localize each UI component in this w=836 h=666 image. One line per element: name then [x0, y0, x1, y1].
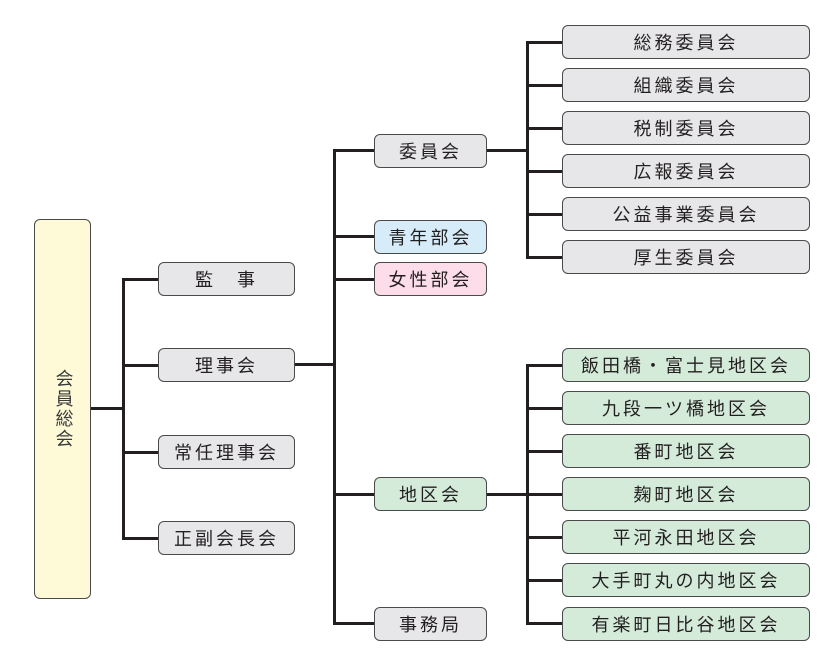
- node-district-associations: 地区会: [374, 477, 487, 511]
- connector-root: [90, 407, 125, 410]
- node-district: 九段一ツ橋地区会: [562, 391, 810, 425]
- node-committee: 厚生委員会: [562, 240, 810, 274]
- connector-iinkai-out: [487, 149, 529, 152]
- node-committee-label: 総務委員会: [633, 33, 739, 54]
- node-standing-board: 常任理事会: [158, 435, 295, 469]
- node-district-label: 番町地区会: [633, 442, 739, 463]
- node-women-division: 女性部会: [374, 262, 487, 296]
- connector-district-5: [526, 536, 562, 539]
- node-district: 飯田橋・富士見地区会: [562, 348, 810, 382]
- connector-committee-2: [526, 84, 562, 87]
- node-committee: 税制委員会: [562, 111, 810, 145]
- connector-committee-6: [526, 256, 562, 259]
- connector-district-2: [526, 407, 562, 410]
- node-standing-board-label: 常任理事会: [174, 443, 279, 464]
- connector-jimukyoku: [333, 622, 374, 625]
- connector-committee-4: [526, 170, 562, 173]
- node-auditor: 監 事: [158, 262, 295, 296]
- node-district-label: 飯田橋・富士見地区会: [581, 356, 791, 377]
- node-district-label: 麹町地区会: [633, 485, 739, 506]
- connector-joninrijikai: [122, 451, 158, 454]
- connector-district-6: [526, 579, 562, 582]
- node-committees: 委員会: [374, 134, 487, 168]
- connector-committee-5: [526, 213, 562, 216]
- node-district: 平河永田地区会: [562, 520, 810, 554]
- node-committee: 公益事業委員会: [562, 197, 810, 231]
- node-committees-label: 委員会: [399, 142, 462, 163]
- node-district-label: 有楽町日比谷地区会: [591, 615, 781, 636]
- node-district: 大手町丸の内地区会: [562, 563, 810, 597]
- connector-district-3: [526, 450, 562, 453]
- connector-district-7: [526, 622, 562, 625]
- node-youth-division-label: 青年部会: [388, 228, 473, 249]
- node-secretariat-label: 事務局: [399, 615, 462, 636]
- connector-district-1: [526, 364, 562, 367]
- node-general-assembly: 会員総会: [34, 219, 91, 599]
- node-district-label: 平河永田地区会: [612, 528, 760, 549]
- node-committee: 組織委員会: [562, 68, 810, 102]
- connector-iinkai: [333, 149, 374, 152]
- connector-seifukukaichokai: [122, 537, 158, 540]
- connector-committee-1: [526, 41, 562, 44]
- node-committee-label: 厚生委員会: [633, 248, 739, 269]
- node-district: 麹町地区会: [562, 477, 810, 511]
- node-youth-division: 青年部会: [374, 220, 487, 254]
- connector-joseibukai: [333, 278, 374, 281]
- node-board-of-directors: 理事会: [158, 348, 295, 382]
- node-district: 有楽町日比谷地区会: [562, 607, 810, 641]
- node-committee-label: 組織委員会: [633, 76, 739, 97]
- node-committee: 総務委員会: [562, 25, 810, 59]
- node-board-of-directors-label: 理事会: [195, 356, 258, 377]
- node-committee: 広報委員会: [562, 154, 810, 188]
- node-committee-label: 広報委員会: [633, 162, 739, 183]
- node-auditor-label: 監 事: [195, 270, 258, 291]
- node-committee-label: 公益事業委員会: [612, 205, 760, 226]
- node-district-label: 九段一ツ橋地区会: [602, 399, 770, 420]
- node-chair-vicechair-meeting: 正副会長会: [158, 521, 295, 555]
- node-district: 番町地区会: [562, 434, 810, 468]
- node-general-assembly-label: 会員総会: [52, 369, 74, 449]
- connector-rijikai: [122, 364, 158, 367]
- connector-kanji: [122, 278, 158, 281]
- connector-district-4: [526, 493, 562, 496]
- connector-committees-spine: [526, 41, 529, 259]
- node-chair-vicechair-meeting-label: 正副会長会: [174, 529, 279, 550]
- connector-rijikai-out: [295, 363, 336, 366]
- node-district-label: 大手町丸の内地区会: [591, 571, 781, 592]
- connector-chikukai-out: [487, 493, 529, 496]
- connector-level1-spine: [122, 278, 125, 540]
- node-district-associations-label: 地区会: [399, 485, 462, 506]
- connector-chikukai: [333, 493, 374, 496]
- node-secretariat: 事務局: [374, 607, 487, 641]
- connector-level2-spine: [333, 149, 336, 625]
- node-women-division-label: 女性部会: [388, 270, 473, 291]
- node-committee-label: 税制委員会: [633, 119, 739, 140]
- connector-committee-3: [526, 127, 562, 130]
- connector-seinenbukai: [333, 235, 374, 238]
